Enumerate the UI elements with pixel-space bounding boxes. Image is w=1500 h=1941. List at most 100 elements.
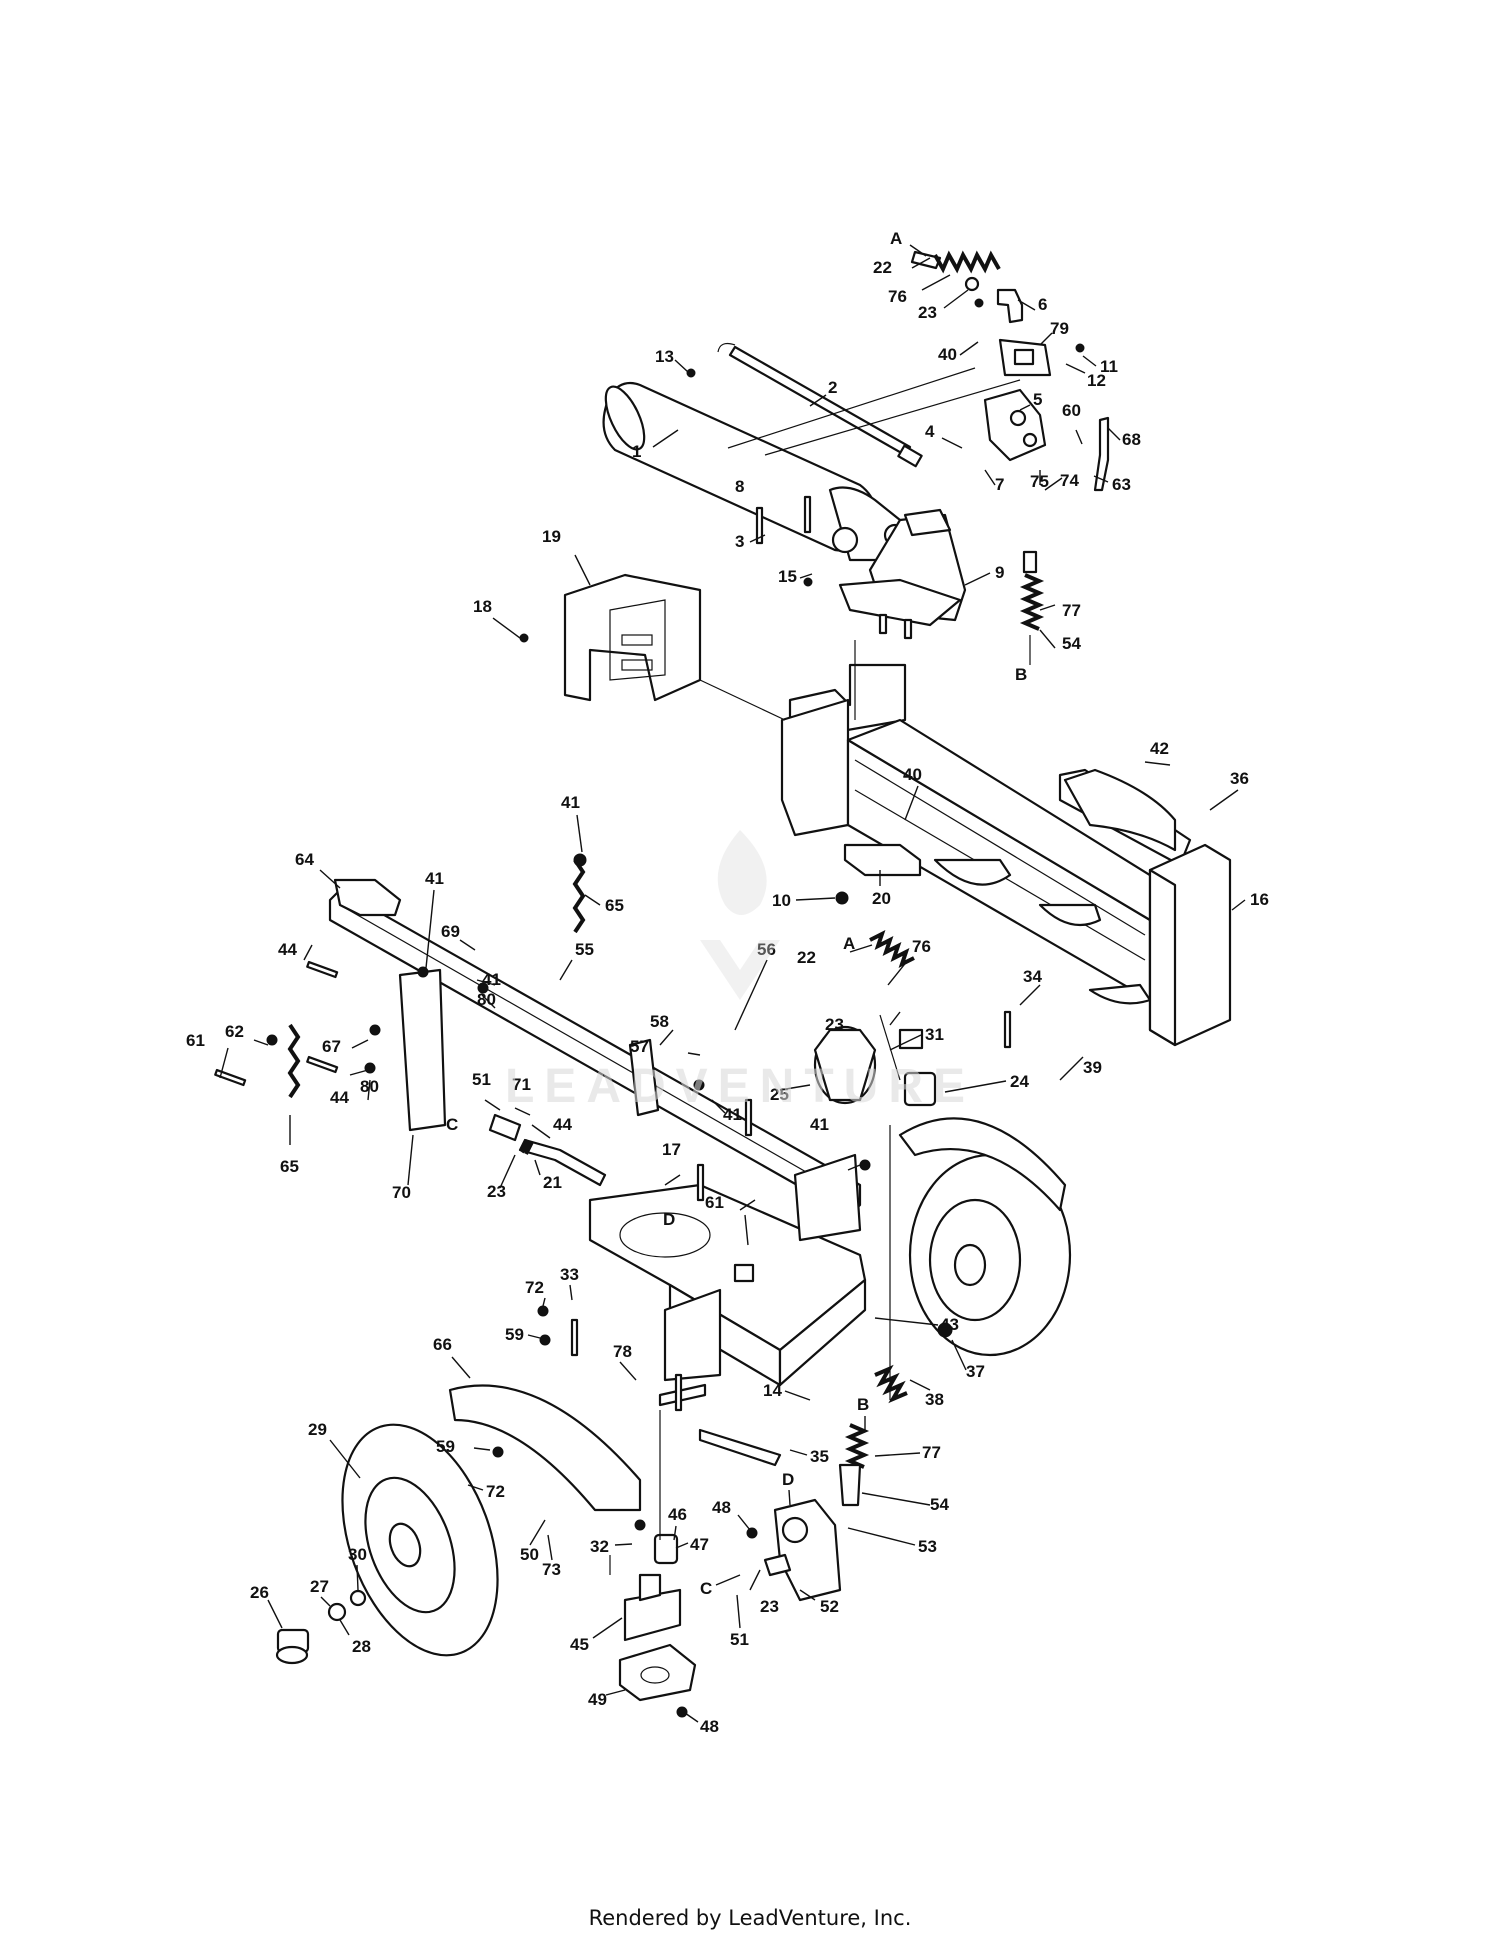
callout-69: 69 xyxy=(441,922,460,941)
callout-67: 67 xyxy=(322,1037,341,1056)
callout-15: 15 xyxy=(778,567,797,586)
callout-68: 68 xyxy=(1122,430,1141,449)
callout-39: 39 xyxy=(1083,1058,1102,1077)
nut-28 xyxy=(327,1602,347,1622)
callout-D: D xyxy=(663,1210,675,1229)
callout-51: 51 xyxy=(472,1070,491,1089)
spring-hose-b-top xyxy=(1019,550,1045,665)
leader-lines xyxy=(219,244,1246,1723)
callout-62: 62 xyxy=(225,1022,244,1041)
spring-38 xyxy=(874,1364,908,1404)
callout-23: 23 xyxy=(487,1182,506,1201)
callout-27: 27 xyxy=(310,1577,329,1596)
callout-76: 76 xyxy=(888,287,907,306)
callout-22: 22 xyxy=(797,948,816,967)
callout-42: 42 xyxy=(1150,739,1169,758)
callout-54: 54 xyxy=(930,1495,949,1514)
callout-28: 28 xyxy=(352,1637,371,1656)
callout-16: 16 xyxy=(1250,890,1269,909)
callout-48: 48 xyxy=(712,1498,731,1517)
callout-80: 80 xyxy=(360,1077,379,1096)
callout-23: 23 xyxy=(918,303,937,322)
callout-44: 44 xyxy=(330,1088,349,1107)
frame-43 xyxy=(588,1153,867,1387)
hydraulic-hose-2 xyxy=(717,342,923,468)
valve-handle-68 xyxy=(1093,416,1110,492)
callout-35: 35 xyxy=(810,1447,829,1466)
jack-stand-57 xyxy=(628,1038,660,1117)
wedge-plate-19 xyxy=(563,573,702,702)
chain-65-left xyxy=(287,1023,301,1099)
callout-45: 45 xyxy=(570,1635,589,1654)
callout-C: C xyxy=(700,1579,712,1598)
callout-44: 44 xyxy=(278,940,297,959)
callout-25: 25 xyxy=(770,1085,789,1104)
callout-12: 12 xyxy=(1087,371,1106,390)
callout-C: C xyxy=(446,1115,458,1134)
pump-mount-45 xyxy=(623,1573,682,1642)
callout-2: 2 xyxy=(828,378,837,397)
footer-credit: Rendered by LeadVenture, Inc. xyxy=(588,1906,912,1930)
callout-labels: A 22 76 23 6 40 79 11 12 13 2 5 60 68 4 … xyxy=(186,229,1269,1736)
assembly-lines xyxy=(609,367,1021,1575)
coupler-47 xyxy=(653,1533,679,1565)
callout-73: 73 xyxy=(542,1560,561,1579)
callout-44: 44 xyxy=(553,1115,572,1134)
callout-66: 66 xyxy=(433,1335,452,1354)
callout-41: 41 xyxy=(810,1115,829,1134)
callout-61: 61 xyxy=(705,1193,724,1212)
callout-59: 59 xyxy=(505,1325,524,1344)
callout-70: 70 xyxy=(392,1183,411,1202)
callout-55: 55 xyxy=(575,940,594,959)
callout-61: 61 xyxy=(186,1031,205,1050)
callout-60: 60 xyxy=(1062,401,1081,420)
callout-A: A xyxy=(890,229,902,248)
callout-14: 14 xyxy=(763,1381,782,1400)
return-hose-21 xyxy=(488,1113,607,1187)
fender-right xyxy=(898,1117,1067,1212)
spring-hose-a-top xyxy=(910,250,1001,292)
callout-36: 36 xyxy=(1230,769,1249,788)
callout-23: 23 xyxy=(760,1597,779,1616)
spring-hose-b-bottom xyxy=(838,1423,870,1507)
callout-41: 41 xyxy=(723,1105,742,1124)
callout-72: 72 xyxy=(486,1482,505,1501)
callout-80: 80 xyxy=(477,990,496,1009)
handle-35 xyxy=(698,1428,782,1467)
callout-50: 50 xyxy=(520,1545,539,1564)
pump-52 xyxy=(763,1498,842,1602)
callout-40: 40 xyxy=(903,765,922,784)
axle-14 xyxy=(658,1383,707,1407)
tongue-55 xyxy=(328,878,862,1217)
filter-25 xyxy=(813,1025,877,1105)
callout-24: 24 xyxy=(1010,1072,1029,1091)
callout-34: 34 xyxy=(1023,967,1042,986)
callout-51: 51 xyxy=(730,1630,749,1649)
callout-32: 32 xyxy=(590,1537,609,1556)
callout-20: 20 xyxy=(872,889,891,908)
spring-hose-a-mid xyxy=(869,930,924,1050)
callout-41: 41 xyxy=(561,793,580,812)
callout-46: 46 xyxy=(668,1505,687,1524)
callout-63: 63 xyxy=(1112,475,1131,494)
callout-79: 79 xyxy=(1050,319,1069,338)
callout-21: 21 xyxy=(543,1173,562,1192)
wedge-16 xyxy=(1148,843,1232,1047)
control-valve-5 xyxy=(983,338,1052,462)
callout-53: 53 xyxy=(918,1537,937,1556)
callout-74: 74 xyxy=(1060,471,1079,490)
callout-23: 23 xyxy=(825,1015,844,1034)
callout-33: 33 xyxy=(560,1265,579,1284)
wheel-29 xyxy=(341,1423,499,1657)
callout-30: 30 xyxy=(348,1545,367,1564)
callout-43: 43 xyxy=(940,1315,959,1334)
hardware-fasteners xyxy=(214,298,1085,1718)
filter-head-24 xyxy=(903,1071,937,1107)
callout-41: 41 xyxy=(482,970,501,989)
callout-18: 18 xyxy=(473,597,492,616)
callout-75: 75 xyxy=(1030,472,1049,491)
callout-26: 26 xyxy=(250,1583,269,1602)
callout-D: D xyxy=(782,1470,794,1489)
hydraulic-cylinder xyxy=(602,381,907,562)
